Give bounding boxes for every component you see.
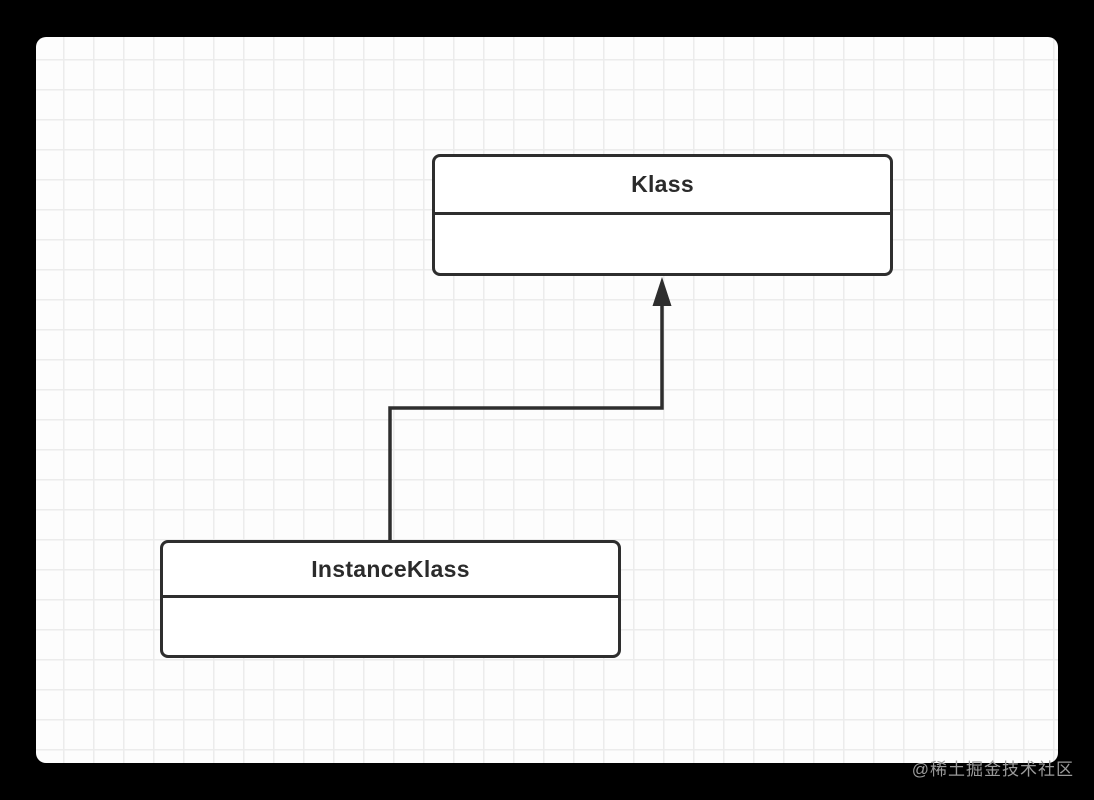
node-klass: Klass xyxy=(432,154,893,276)
node-klass-title: Klass xyxy=(435,157,890,215)
node-instanceklass: InstanceKlass xyxy=(160,540,621,658)
node-instanceklass-title: InstanceKlass xyxy=(163,543,618,598)
watermark: @稀土掘金技术社区 xyxy=(911,760,1074,779)
